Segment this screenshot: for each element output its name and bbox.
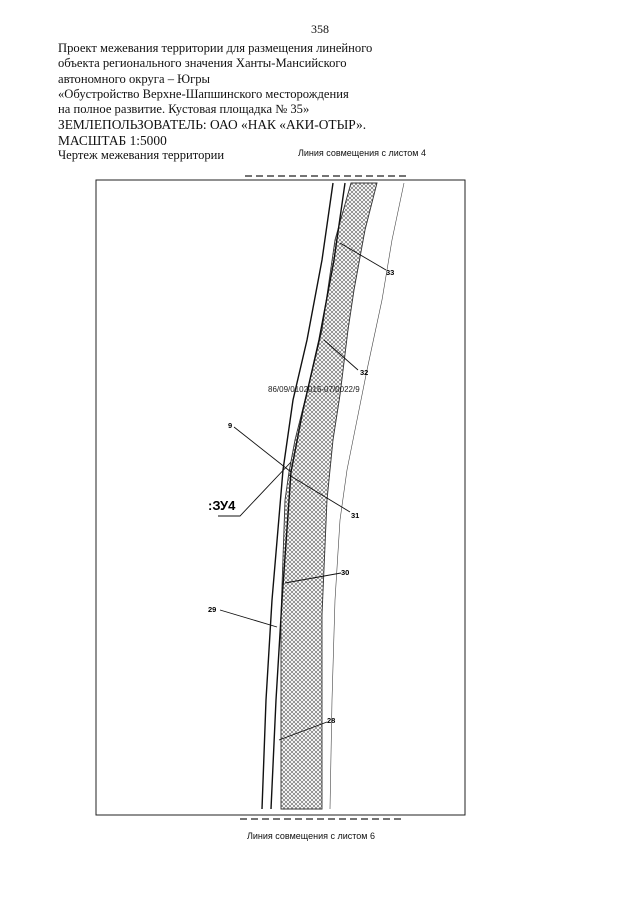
drawing-name: Чертеж межевания территории [58, 148, 225, 163]
scale: МАСШТАБ 1:5000 [58, 132, 167, 148]
point-label-30: 30 [341, 568, 349, 577]
title-line-5: на полное развитие. Кустовая площадка № … [58, 102, 310, 117]
point-label-33: 33 [386, 268, 394, 277]
title-line-1: Проект межевания территории для размещен… [58, 41, 373, 55]
road-right-edge [270, 182, 346, 810]
point-label-28: 28 [327, 716, 335, 725]
leader-line-28 [278, 721, 328, 741]
match-line-bottom-label: Линия совмещения с листом 6 [247, 831, 375, 841]
parcel-label: :ЗУ4 [208, 498, 236, 513]
leader-line-31 [288, 474, 351, 513]
title-line-4: «Обустройство Верхне-Шапшинского месторо… [58, 86, 349, 101]
land-user: ЗЕМЛЕПОЛЬЗОВАТЕЛЬ: ОАО «НАК «АКИ-ОТЫР». [58, 117, 367, 133]
road-left-edge [261, 182, 334, 810]
point-label-32: 32 [360, 368, 368, 377]
leader-line-33 [339, 242, 387, 271]
leader-line-29 [219, 609, 278, 628]
allotment-inner-boundary [329, 182, 405, 810]
cadastral-number: 86/09/0102015-07/0022/9 [268, 385, 360, 394]
title-line-2: объекта регионального значения Ханты-Ман… [58, 56, 347, 71]
title-block: Проект межевания территории для размещен… [58, 41, 438, 163]
leader-line-9 [233, 426, 292, 473]
point-label-29: 29 [208, 605, 216, 614]
match-line-top-label: Линия совмещения с листом 4 [298, 148, 426, 158]
point-label-31: 31 [351, 511, 359, 520]
page-number: 358 [311, 22, 329, 36]
drawing-frame [95, 179, 466, 816]
leader-line-zu4 [218, 461, 292, 517]
leader-line-30 [284, 572, 342, 584]
title-line-3: автономного округа – Югры [58, 71, 211, 86]
leader-line-32 [323, 339, 359, 371]
point-label-9: 9 [228, 421, 232, 430]
